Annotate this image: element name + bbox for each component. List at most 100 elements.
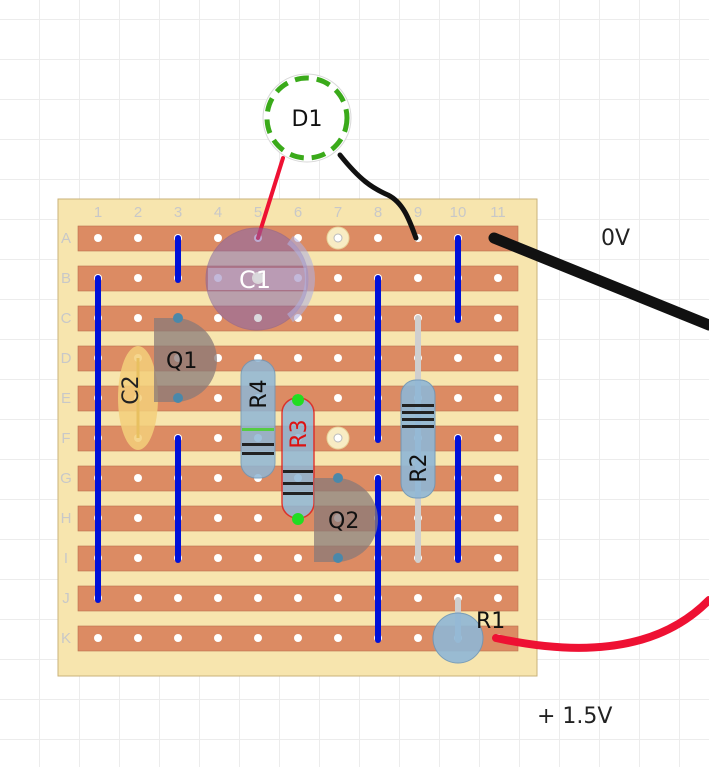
jumper-wires	[95, 235, 461, 643]
hole	[454, 354, 462, 362]
hole	[334, 594, 342, 602]
track-cut-hole	[333, 233, 343, 243]
row-label: E	[61, 390, 71, 407]
hole	[334, 634, 342, 642]
row-label: G	[60, 470, 72, 487]
r2-label: R2	[407, 453, 432, 482]
hole	[494, 474, 502, 482]
hole	[174, 634, 182, 642]
hole	[294, 554, 302, 562]
hole	[254, 514, 262, 522]
led-anode-wire	[256, 156, 285, 240]
hole	[494, 394, 502, 402]
q1-label: Q1	[166, 349, 197, 374]
capacitor-c2: C2	[118, 346, 158, 450]
transistor-q2: Q2	[314, 473, 378, 563]
hole	[254, 594, 262, 602]
hole	[134, 514, 142, 522]
hole	[254, 634, 262, 642]
hole	[494, 554, 502, 562]
column-label: 11	[490, 204, 506, 221]
hole	[94, 634, 102, 642]
column-label: 6	[294, 204, 302, 221]
capacitor-c1: C1	[205, 227, 316, 331]
hole	[214, 554, 222, 562]
hole	[494, 434, 502, 442]
column-label: 2	[134, 204, 142, 221]
q2-label: Q2	[328, 509, 359, 534]
transistor-q1: Q1	[154, 313, 217, 403]
hole	[294, 354, 302, 362]
hole	[334, 354, 342, 362]
hole	[414, 594, 422, 602]
hole	[374, 234, 382, 242]
column-label: 8	[374, 204, 382, 221]
positive-supply-label: + 1.5V	[537, 704, 613, 729]
row-label: H	[61, 510, 72, 527]
row-label: C	[61, 310, 72, 327]
ground-label: 0V	[601, 226, 631, 251]
hole	[214, 594, 222, 602]
r1-label: R1	[476, 609, 505, 634]
hole	[494, 514, 502, 522]
hole	[174, 594, 182, 602]
hole	[134, 554, 142, 562]
track-cut-hole	[333, 433, 343, 443]
ground-wire	[488, 232, 709, 331]
hole	[134, 314, 142, 322]
d1-label: D1	[292, 107, 323, 132]
hole	[294, 594, 302, 602]
row-label: D	[61, 350, 72, 367]
hole	[334, 394, 342, 402]
hole	[134, 274, 142, 282]
hole	[334, 314, 342, 322]
hole	[134, 634, 142, 642]
r4-label: R4	[247, 379, 272, 408]
hole	[214, 234, 222, 242]
resistor-r4: R4	[240, 359, 276, 479]
column-label: 10	[450, 204, 467, 221]
column-label: 4	[214, 204, 222, 221]
hole	[334, 274, 342, 282]
resistor-r3: R3	[281, 394, 315, 525]
resistor-r1: R1	[432, 597, 505, 664]
hole	[214, 634, 222, 642]
led-d1: D1	[262, 73, 352, 163]
hole	[294, 634, 302, 642]
positive-wire	[492, 596, 709, 652]
hole	[214, 314, 222, 322]
hole	[134, 234, 142, 242]
hole	[494, 354, 502, 362]
hole	[214, 394, 222, 402]
resistor-r2: R2	[400, 315, 436, 563]
column-label: 3	[174, 204, 182, 221]
column-label: 1	[94, 204, 102, 221]
column-labels: 1 2 3 4 5 6 7 8 9 10 11	[94, 204, 506, 221]
c2-label: C2	[119, 375, 144, 404]
column-label: 7	[334, 204, 342, 221]
hole	[494, 594, 502, 602]
column-label: 5	[254, 204, 262, 221]
hole	[414, 274, 422, 282]
hole	[214, 514, 222, 522]
row-label: I	[64, 550, 68, 567]
hole	[134, 594, 142, 602]
row-label: B	[61, 270, 71, 287]
hole	[214, 434, 222, 442]
hole	[414, 634, 422, 642]
hole	[254, 554, 262, 562]
row-labels: A B C D E F G H I J K	[60, 230, 72, 647]
row-label: K	[61, 630, 71, 647]
hole	[494, 274, 502, 282]
c1-label: C1	[239, 266, 271, 294]
hole	[494, 314, 502, 322]
column-label: 9	[414, 204, 422, 221]
r3-label: R3	[287, 419, 312, 448]
row-label: F	[61, 430, 70, 447]
hole	[214, 474, 222, 482]
row-label: J	[62, 590, 70, 607]
row-label: A	[61, 230, 71, 247]
hole	[134, 474, 142, 482]
led-cathode-wire	[337, 152, 419, 241]
